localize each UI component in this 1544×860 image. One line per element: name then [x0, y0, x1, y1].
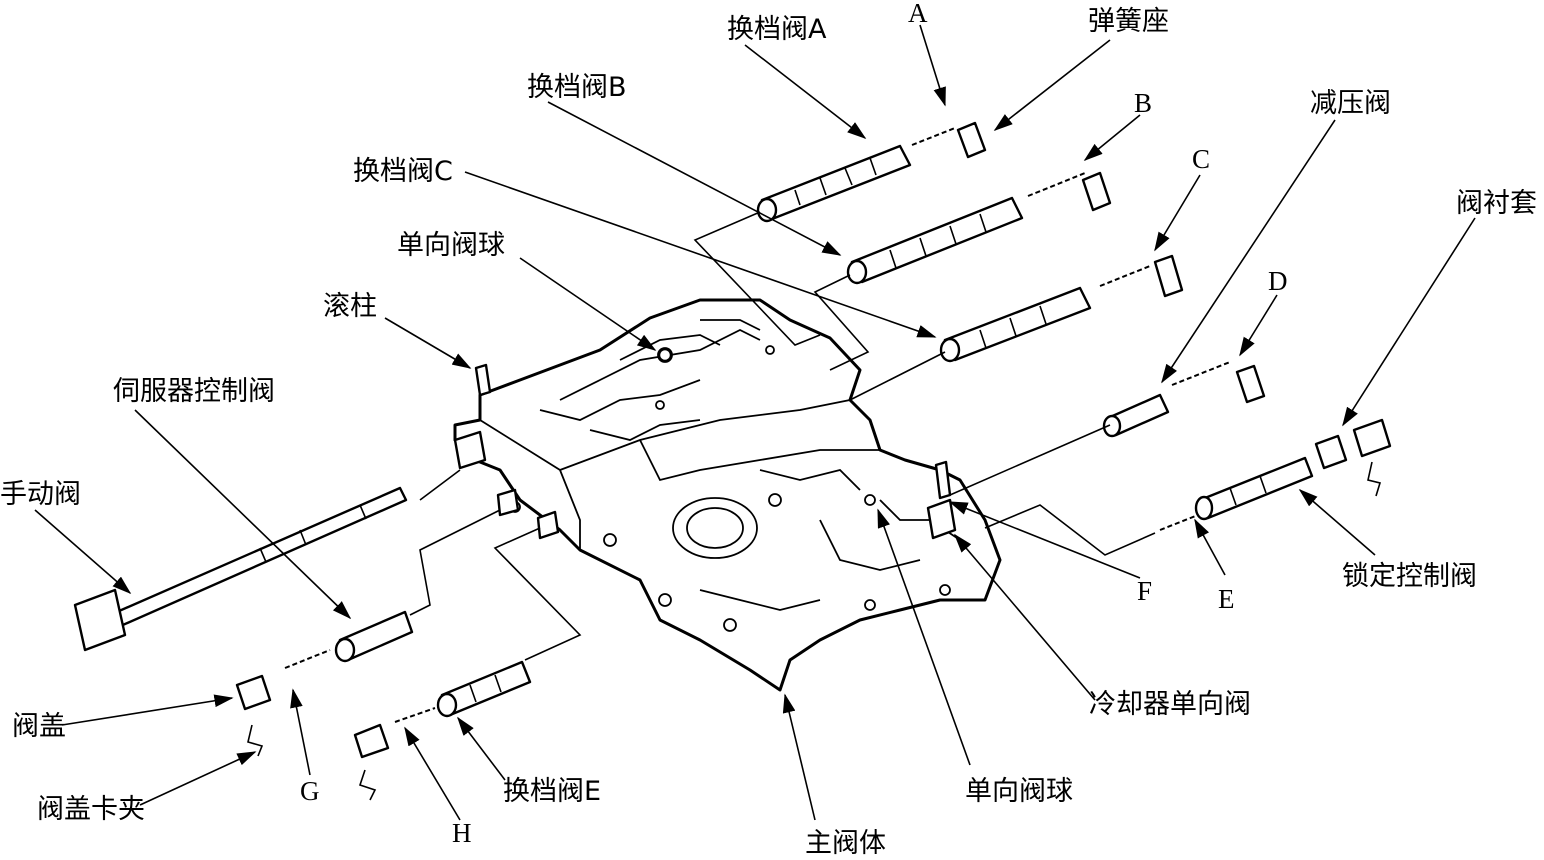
label-shift-valve-e: 换档阀E — [503, 776, 601, 807]
shift-valve-c-drawing — [939, 254, 1184, 363]
lockup-control-valve-drawing — [1159, 418, 1392, 531]
label-letter-d: D — [1268, 266, 1288, 296]
label-valve-cap-clip: 阀盖卡夹 — [37, 794, 145, 825]
label-letter-c: C — [1192, 144, 1210, 174]
pressure-reducing-valve-drawing — [1102, 361, 1266, 438]
label-check-ball-bottom: 单向阀球 — [965, 776, 1073, 807]
label-lockup-control-valve: 锁定控制阀 — [1342, 561, 1477, 592]
manual-valve-drawing — [73, 486, 408, 652]
label-letter-g: G — [300, 776, 320, 806]
label-shift-valve-a: 换档阀A — [727, 14, 827, 45]
label-spring-seat: 弹簧座 — [1088, 6, 1169, 37]
label-cooler-check-valve: 冷却器单向阀 — [1089, 689, 1251, 720]
label-main-valve-body: 主阀体 — [805, 828, 886, 859]
check-ball-top-drawing — [657, 347, 673, 363]
shift-valve-e-drawing — [353, 660, 532, 801]
main-valve-body-drawing — [453, 298, 1002, 692]
shift-valve-a-drawing — [756, 121, 987, 223]
cooler-check-valve-drawing — [926, 460, 957, 540]
label-letter-h: H — [452, 818, 472, 848]
leader-lines — [34, 24, 1476, 821]
label-letter-b: B — [1134, 88, 1152, 118]
label-letter-f: F — [1137, 576, 1152, 606]
label-check-ball-top: 单向阀球 — [397, 230, 505, 261]
label-shift-valve-b: 换档阀B — [527, 72, 627, 103]
label-letter-e: E — [1218, 584, 1235, 614]
shift-valve-b-drawing — [846, 171, 1112, 285]
label-manual-valve: 手动阀 — [0, 479, 81, 510]
label-pressure-reducing-valve: 减压阀 — [1310, 88, 1391, 119]
label-valve-cap: 阀盖 — [12, 711, 66, 742]
label-servo-control-valve: 伺服器控制阀 — [113, 376, 275, 407]
connection-lines — [409, 211, 1156, 661]
roller-drawing — [474, 363, 492, 397]
servo-control-valve-drawing — [235, 610, 414, 757]
label-roller: 滚柱 — [323, 291, 377, 322]
label-shift-valve-c: 换档阀C — [353, 156, 453, 187]
label-letter-a: A — [908, 0, 928, 28]
label-valve-sleeve: 阀衬套 — [1456, 188, 1537, 219]
